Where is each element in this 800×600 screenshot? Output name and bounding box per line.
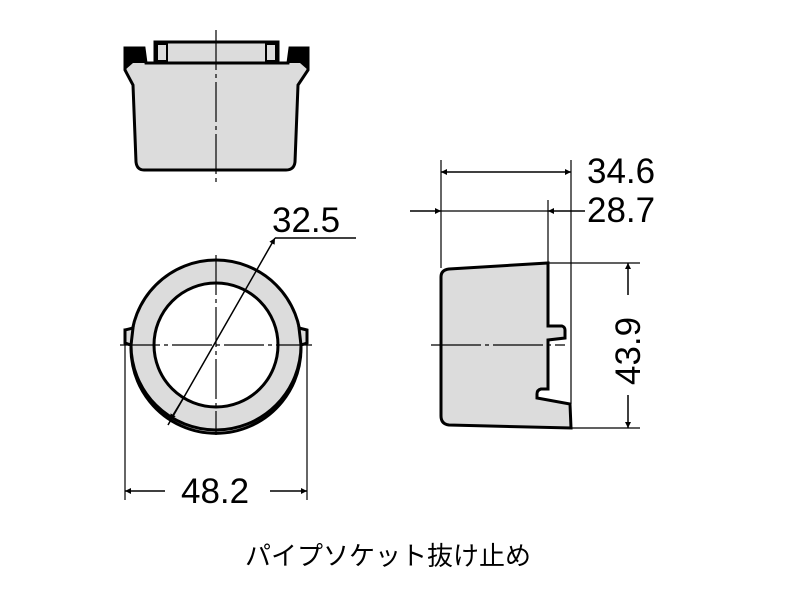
top-view [123,30,310,185]
caption: パイプソケット抜け止め [245,542,531,572]
side-view [410,160,640,430]
dim-width: 48.2 [181,472,249,511]
dim-height: 43.9 [609,317,648,385]
dim-depth-inner: 28.7 [587,191,655,230]
ring-view [120,237,356,500]
dim-ring-diameter: 32.5 [272,201,340,240]
dim-depth-overall: 34.6 [587,152,655,191]
